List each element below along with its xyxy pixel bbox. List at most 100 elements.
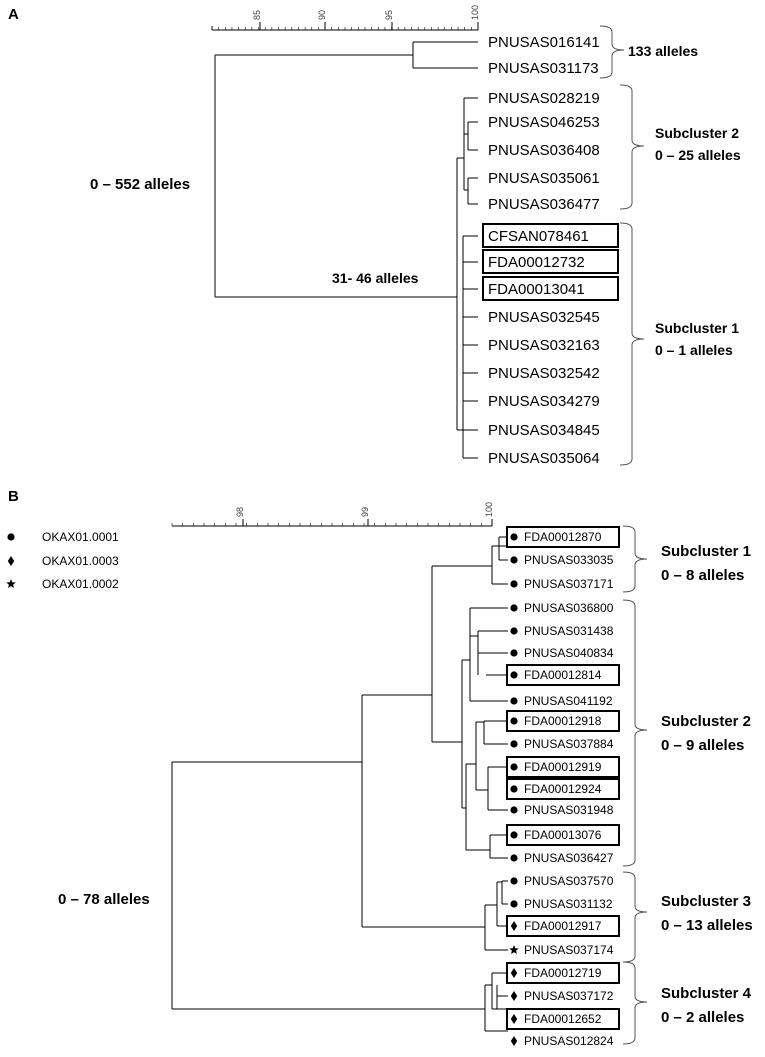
leaf-label: PNUSAS036408 bbox=[488, 142, 600, 159]
circle-symbol-icon bbox=[510, 627, 518, 635]
panel-a-inner-annotation: 31- 46 alleles bbox=[332, 270, 419, 286]
panel-a-letter: A bbox=[8, 6, 19, 23]
leaf-label: PNUSAS036427 bbox=[524, 851, 614, 865]
leaf-label: PNUSAS032545 bbox=[488, 309, 600, 326]
panel-b-scale-ticks: 98 99 100 bbox=[171, 502, 494, 526]
leaf-highlight-box bbox=[506, 756, 620, 778]
diamond-symbol-icon bbox=[510, 1036, 518, 1046]
leaf-label: PNUSAS037171 bbox=[524, 577, 614, 591]
scale-tick-label: 99 bbox=[360, 507, 370, 517]
leaf-label: CFSAN078461 bbox=[488, 228, 589, 245]
diamond-symbol-icon bbox=[510, 968, 518, 978]
legend-label: OKAX01.0002 bbox=[42, 577, 119, 591]
leaf-label: PNUSAS035064 bbox=[488, 450, 600, 467]
leaf-highlight-box bbox=[506, 962, 620, 984]
leaf-label: FDA00012652 bbox=[524, 1012, 602, 1026]
leaf-label: FDA00012924 bbox=[524, 782, 602, 796]
leaf-label: FDA00012870 bbox=[524, 530, 602, 544]
leaf-highlight-box bbox=[506, 824, 620, 846]
circle-symbol-icon bbox=[510, 806, 518, 814]
diamond-symbol-icon bbox=[510, 1014, 518, 1024]
panel-b-braces bbox=[622, 525, 648, 1045]
group-label: 133 alleles bbox=[628, 43, 698, 59]
group-label: Subcluster 2 bbox=[661, 713, 751, 730]
leaf-label: PNUSAS031948 bbox=[524, 803, 614, 817]
leaf-label: FDA00013041 bbox=[488, 281, 585, 298]
leaf-label: PNUSAS037570 bbox=[524, 874, 614, 888]
group-label: Subcluster 1 bbox=[655, 320, 739, 336]
panel-a-leaves: PNUSAS016141PNUSAS031173PNUSAS028219PNUS… bbox=[482, 34, 619, 467]
group-label-alleles: 0 – 9 alleles bbox=[661, 737, 744, 754]
group-label-alleles: 0 – 25 alleles bbox=[655, 147, 741, 163]
group-label: Subcluster 3 bbox=[661, 893, 751, 910]
panel-a-root-annotation: 0 – 552 alleles bbox=[90, 176, 190, 193]
diamond-symbol-icon bbox=[510, 991, 518, 1001]
leaf-label: PNUSAS031173 bbox=[488, 60, 599, 77]
scale-tick-label: 85 bbox=[252, 10, 262, 20]
leaf-highlight-box bbox=[506, 778, 620, 800]
group-label-alleles: 0 – 1 alleles bbox=[655, 342, 733, 358]
leaf-highlight-box bbox=[482, 249, 619, 274]
group-label: Subcluster 4 bbox=[661, 985, 752, 1002]
circle-symbol-icon bbox=[510, 900, 518, 908]
leaf-label: FDA00012917 bbox=[524, 919, 602, 933]
panel-a-group-labels: 133 alleles Subcluster 2 0 – 25 alleles … bbox=[628, 43, 741, 358]
panel-a-tree bbox=[214, 41, 478, 459]
leaf-highlight-box bbox=[506, 664, 620, 686]
leaf-highlight-box bbox=[482, 223, 619, 248]
leaf-label: PNUSAS037172 bbox=[524, 989, 614, 1003]
circle-symbol-icon bbox=[510, 877, 518, 885]
star-symbol-icon bbox=[509, 945, 519, 955]
panel-b-letter: B bbox=[8, 488, 19, 505]
leaf-highlight-box bbox=[506, 915, 620, 937]
leaf-highlight-box bbox=[506, 1008, 620, 1030]
scale-tick-label: 95 bbox=[384, 10, 394, 20]
diamond-symbol-icon bbox=[510, 921, 518, 931]
leaf-label: PNUSAS034845 bbox=[488, 422, 600, 439]
leaf-label: PNUSAS037884 bbox=[524, 737, 614, 751]
group-label-alleles: 0 – 2 alleles bbox=[661, 1009, 744, 1026]
leaf-label: PNUSAS031132 bbox=[524, 897, 613, 911]
leaf-highlight-box bbox=[506, 526, 620, 548]
circle-symbol-icon bbox=[510, 580, 518, 588]
leaf-label: PNUSAS031438 bbox=[524, 624, 614, 638]
circle-symbol-icon bbox=[510, 671, 518, 679]
leaf-label: PNUSAS036477 bbox=[488, 196, 600, 213]
group-label-alleles: 0 – 8 alleles bbox=[661, 567, 744, 584]
panel-b-leaves: FDA00012870PNUSAS033035PNUSAS037171PNUSA… bbox=[506, 526, 620, 1048]
circle-symbol-icon bbox=[510, 740, 518, 748]
panel-b-tree bbox=[171, 536, 508, 1032]
leaf-label: PNUSAS028219 bbox=[488, 90, 600, 107]
leaf-label: PNUSAS040834 bbox=[524, 646, 614, 660]
circle-symbol-icon bbox=[510, 831, 518, 839]
leaf-label: PNUSAS046253 bbox=[488, 114, 600, 131]
circle-symbol-icon bbox=[510, 854, 518, 862]
group-label: Subcluster 2 bbox=[655, 125, 739, 141]
diamond-symbol-icon bbox=[7, 556, 15, 566]
scale-tick-label: 100 bbox=[484, 502, 494, 517]
leaf-label: PNUSAS037174 bbox=[524, 943, 614, 957]
leaf-label: FDA00012732 bbox=[488, 254, 585, 271]
circle-symbol-icon bbox=[7, 533, 15, 541]
circle-symbol-icon bbox=[510, 649, 518, 657]
circle-symbol-icon bbox=[510, 556, 518, 564]
circle-symbol-icon bbox=[510, 604, 518, 612]
panel-a-braces bbox=[599, 25, 645, 466]
leaf-label: FDA00013076 bbox=[524, 828, 602, 842]
leaf-label: PNUSAS032542 bbox=[488, 365, 600, 382]
leaf-highlight-box bbox=[506, 710, 620, 732]
leaf-label: PNUSAS034279 bbox=[488, 393, 600, 410]
leaf-label: PNUSAS041192 bbox=[524, 694, 613, 708]
scale-tick-label: 90 bbox=[317, 10, 327, 20]
leaf-label: FDA00012918 bbox=[524, 714, 602, 728]
circle-symbol-icon bbox=[510, 717, 518, 725]
leaf-label: PNUSAS016141 bbox=[488, 34, 600, 51]
legend-label: OKAX01.0001 bbox=[42, 530, 119, 544]
scale-tick-label: 98 bbox=[235, 507, 245, 517]
leaf-label: PNUSAS035061 bbox=[488, 170, 600, 187]
